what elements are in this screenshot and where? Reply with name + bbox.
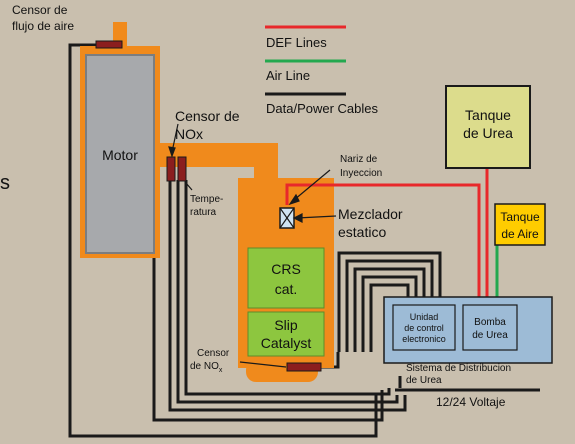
exhaust-pipe-vertical bbox=[254, 143, 278, 183]
air-flow-sensor-label-line1: Censor de bbox=[12, 3, 68, 17]
nox-bottom-label-line2: de NOx bbox=[190, 361, 223, 374]
nozzle-label-line1: Nariz de bbox=[340, 154, 378, 165]
nox-bottom-subscript: x bbox=[219, 367, 223, 374]
cable-airflow-sensor bbox=[68, 43, 378, 438]
urea-tank bbox=[445, 85, 531, 169]
cable-nox-top-1 bbox=[168, 180, 407, 412]
cable-nox-top-2 bbox=[176, 180, 399, 404]
temperature-sensor bbox=[177, 156, 187, 182]
control-unit-line1: Unidad bbox=[410, 312, 439, 322]
urea-tank-line2: de Urea bbox=[463, 125, 513, 141]
crs-label-line1: CRS bbox=[271, 261, 301, 277]
arrowhead-mixer bbox=[292, 213, 303, 223]
crs-label-line2: cat. bbox=[275, 281, 298, 297]
nox-bottom-label-line1: Censor bbox=[197, 348, 230, 359]
temperature-label-line1: Tempe- bbox=[190, 194, 223, 205]
arrowhead-nozzle bbox=[288, 193, 300, 206]
cable-control-5 bbox=[369, 283, 410, 352]
air-tank-line2: de Aire bbox=[501, 227, 539, 241]
arrowhead-nox-top bbox=[168, 146, 176, 158]
nozzle-label-line2: Inyeccion bbox=[340, 168, 382, 179]
legend-air-label: Air Line bbox=[266, 68, 310, 83]
mixer-label-line2: estatico bbox=[338, 224, 386, 240]
edge-fragment: s bbox=[0, 172, 10, 194]
nox-sensor-bottom bbox=[286, 362, 322, 372]
cable-outer bbox=[152, 255, 384, 422]
slip-label-line1: Slip bbox=[274, 317, 298, 333]
air-flow-sensor bbox=[95, 40, 123, 49]
leader-lines bbox=[168, 123, 337, 368]
data-power-cables bbox=[68, 43, 540, 438]
slip-label-line2: Catalyst bbox=[261, 335, 312, 351]
cable-control-1 bbox=[337, 251, 442, 352]
control-unit-line3: electronico bbox=[402, 334, 446, 344]
nox-top-label-line2: NOx bbox=[175, 126, 203, 142]
cable-control-2 bbox=[345, 259, 434, 352]
engine-block bbox=[85, 54, 155, 254]
engine-label: Motor bbox=[102, 147, 138, 163]
mixer-cross-2 bbox=[279, 207, 295, 229]
crs-catalyst bbox=[247, 247, 325, 309]
urea-tank-line1: Tanque bbox=[465, 107, 511, 123]
air-flow-sensor-label-line2: flujo de aire bbox=[12, 19, 74, 33]
urea-pump-line1: Bomba bbox=[474, 317, 506, 328]
cable-temp bbox=[184, 180, 391, 396]
urea-pump-line2: de Urea bbox=[472, 330, 508, 341]
leader-nox-bottom bbox=[239, 361, 287, 368]
leader-nozzle bbox=[293, 169, 331, 201]
leader-temp bbox=[185, 182, 193, 191]
cable-control-4 bbox=[361, 275, 418, 352]
leader-mixer bbox=[296, 215, 337, 219]
nox-top-label-line1: Censor de bbox=[175, 108, 240, 124]
legend: DEF Lines Air Line Data/Power Cables bbox=[265, 25, 378, 116]
mixer-label-line1: Mezclador bbox=[338, 206, 403, 222]
cable-control-3 bbox=[353, 267, 426, 352]
nox-bottom-label-text: de NO bbox=[190, 361, 219, 372]
def-line-nozzle bbox=[285, 183, 481, 305]
legend-data-label: Data/Power Cables bbox=[266, 101, 378, 116]
slip-catalyst bbox=[247, 311, 325, 357]
control-unit-line2: de control bbox=[404, 323, 444, 333]
air-tank bbox=[494, 203, 546, 246]
voltage-label: 12/24 Voltaje bbox=[436, 395, 506, 409]
distribution-label-line1: Sistema de Distribucion bbox=[406, 363, 511, 374]
def-lines bbox=[285, 168, 489, 305]
nox-sensor-top bbox=[166, 156, 176, 182]
urea-pump bbox=[462, 304, 518, 351]
distribution-label-line2: de Urea bbox=[406, 375, 442, 386]
control-unit bbox=[392, 304, 456, 351]
temperature-label-line2: ratura bbox=[190, 207, 217, 218]
legend-def-label: DEF Lines bbox=[266, 35, 327, 50]
air-tank-line1: Tanque bbox=[500, 210, 540, 224]
